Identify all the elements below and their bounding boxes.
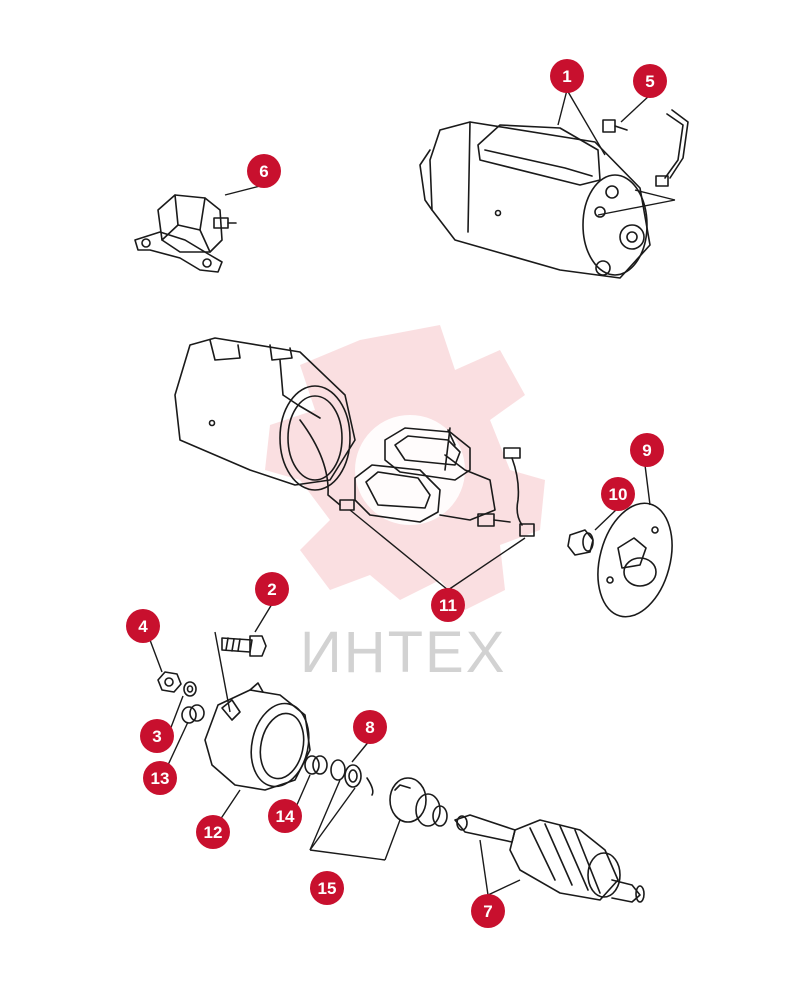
field-frame-drawing bbox=[174, 337, 356, 511]
svg-text:15: 15 bbox=[318, 879, 337, 898]
watermark-gear-logo bbox=[265, 325, 545, 610]
callout-1: 1 bbox=[550, 59, 584, 93]
callout-4: 4 bbox=[126, 609, 160, 643]
callout-5: 5 bbox=[633, 64, 667, 98]
watermark-text: ИНТЕХ bbox=[300, 620, 506, 685]
end-plate-drawing bbox=[567, 502, 673, 618]
starter-assembly-drawing bbox=[419, 109, 689, 279]
svg-text:1: 1 bbox=[562, 67, 571, 86]
ring-set-drawing bbox=[330, 759, 374, 796]
svg-text:12: 12 bbox=[204, 823, 223, 842]
callout-12: 12 bbox=[196, 815, 230, 849]
svg-text:10: 10 bbox=[609, 485, 628, 504]
svg-text:13: 13 bbox=[151, 769, 170, 788]
svg-text:6: 6 bbox=[259, 162, 268, 181]
bearing-drawing bbox=[304, 755, 328, 775]
svg-text:11: 11 bbox=[439, 596, 457, 615]
through-bolt-drawing bbox=[221, 635, 267, 657]
svg-text:2: 2 bbox=[267, 580, 276, 599]
svg-text:4: 4 bbox=[138, 617, 148, 636]
svg-text:3: 3 bbox=[152, 727, 161, 746]
callout-6: 6 bbox=[247, 154, 281, 188]
callout-8: 8 bbox=[353, 710, 387, 744]
washer-drawing bbox=[183, 681, 197, 697]
field-coils-drawing bbox=[354, 427, 496, 523]
callout-14: 14 bbox=[268, 799, 302, 833]
nut-drawing bbox=[157, 671, 182, 693]
drive-housing-drawing bbox=[204, 682, 311, 791]
callout-2: 2 bbox=[255, 572, 289, 606]
callout-11: 11 bbox=[431, 588, 465, 622]
pinion-drive-drawing bbox=[389, 777, 448, 827]
brush-set-drawing bbox=[477, 447, 535, 537]
svg-text:5: 5 bbox=[645, 72, 654, 91]
leader-lines bbox=[149, 89, 676, 896]
solenoid-switch-drawing bbox=[134, 194, 237, 273]
callout-3: 3 bbox=[140, 719, 174, 753]
callout-7: 7 bbox=[471, 894, 505, 928]
bushing-drawing bbox=[181, 704, 205, 724]
svg-text:8: 8 bbox=[365, 718, 374, 737]
svg-text:14: 14 bbox=[276, 807, 295, 826]
svg-text:9: 9 bbox=[642, 441, 651, 460]
callout-10: 10 bbox=[601, 477, 635, 511]
callout-13: 13 bbox=[143, 761, 177, 795]
svg-text:7: 7 bbox=[483, 902, 492, 921]
armature-drawing bbox=[454, 814, 645, 903]
callout-9: 9 bbox=[630, 433, 664, 467]
callout-15: 15 bbox=[310, 871, 344, 905]
